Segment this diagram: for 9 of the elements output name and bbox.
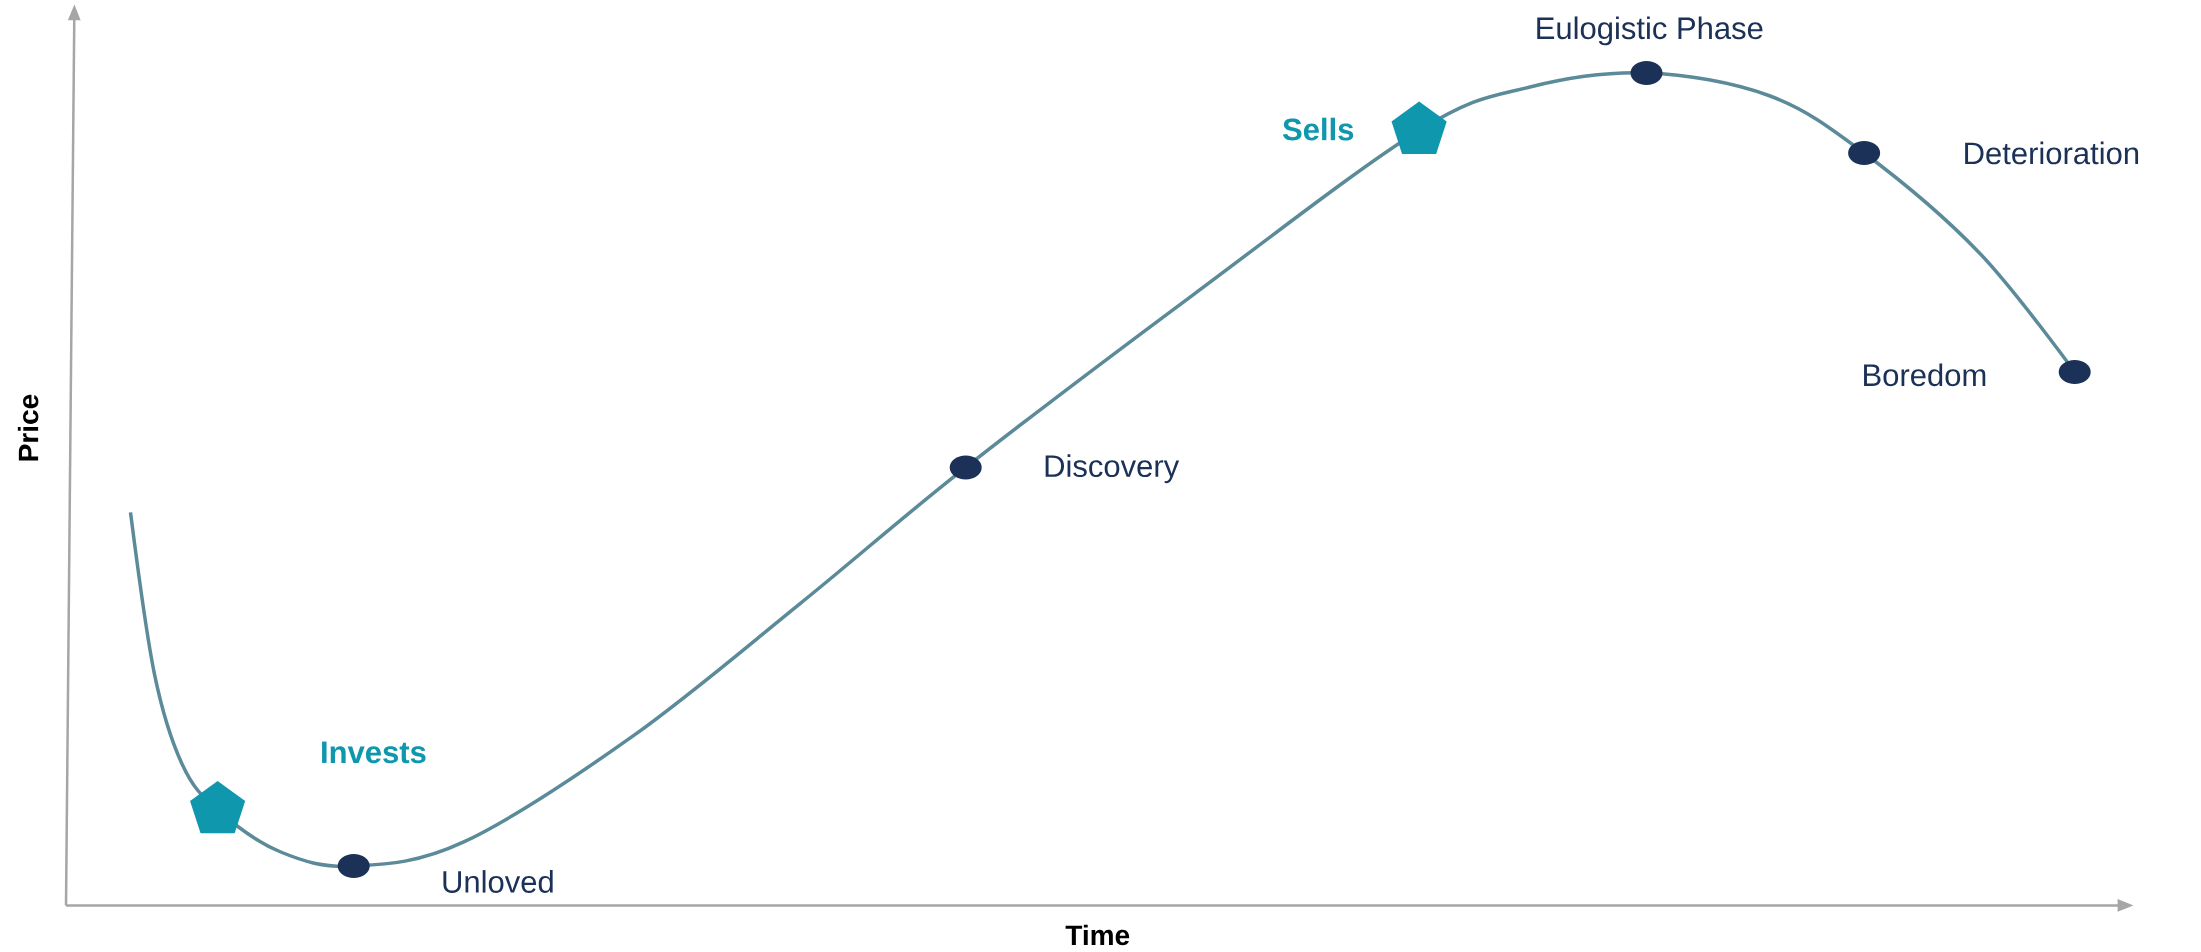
- action-label: Sells: [1282, 117, 1354, 141]
- stage-label: Deterioration: [1965, 141, 2139, 165]
- stage-label: Eulogistic Phase: [1537, 16, 1763, 46]
- axis-title: Time: [1065, 924, 1130, 946]
- axis-title: Price: [17, 394, 39, 461]
- action-label: Invests: [322, 741, 426, 764]
- stage-label: Discovery: [1045, 454, 1180, 484]
- stage-label: Unloved: [443, 870, 553, 893]
- stage-label: Boredom: [1864, 363, 1986, 387]
